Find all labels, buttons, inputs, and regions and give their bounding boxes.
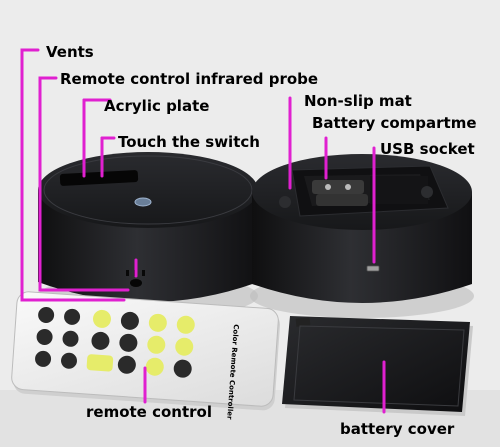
usb-socket (366, 265, 380, 272)
battery-cover-part (282, 316, 473, 416)
right-lamp-base (250, 154, 474, 318)
acrylic-slot (59, 170, 139, 186)
label-remote-probe: Remote control infrared probe (60, 70, 318, 88)
vents-leader (20, 48, 126, 302)
non-slip-mat-dot (279, 196, 291, 208)
touch-switch-button (134, 197, 152, 207)
label-touch-switch: Touch the switch (118, 133, 260, 151)
label-battery-cover: battery cover (340, 420, 455, 438)
label-remote-control: remote control (86, 403, 212, 421)
label-battery-compartment: Battery compartme (312, 114, 477, 132)
left-lamp-base (38, 152, 258, 318)
callout-lines (20, 48, 386, 414)
label-vents: Vents (46, 43, 94, 61)
probe-leader (38, 76, 130, 292)
remote-control: Color Remote Controller (11, 291, 281, 420)
ir-probe (130, 279, 142, 287)
label-usb-socket: USB socket (380, 140, 475, 158)
label-acrylic-plate: Acrylic plate (104, 97, 209, 115)
battery (312, 180, 364, 194)
label-non-slip-mat: Non-slip mat (304, 92, 412, 110)
